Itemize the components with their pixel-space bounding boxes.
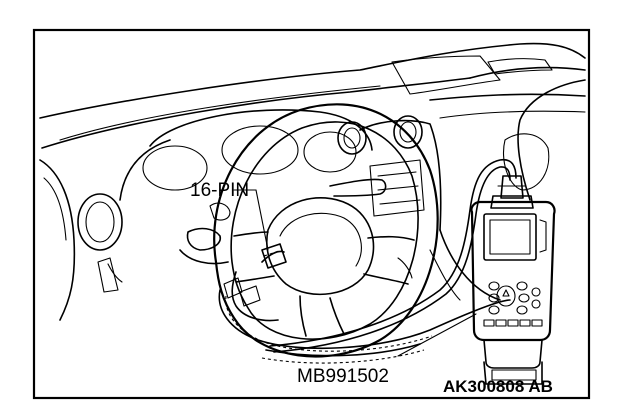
- scan-tool-mb991502: [470, 175, 556, 385]
- leader-lines: [233, 189, 477, 357]
- scan-tool-keypad: [483, 281, 543, 327]
- label-figure-code: AK300808 AB: [443, 377, 553, 396]
- label-16-pin: 16-PIN: [190, 180, 249, 201]
- label-mb991502: MB991502: [297, 366, 389, 387]
- leader-16pin: [255, 189, 269, 251]
- leader-mb991502: [397, 313, 477, 357]
- dlc-16pin-connector: [261, 243, 287, 269]
